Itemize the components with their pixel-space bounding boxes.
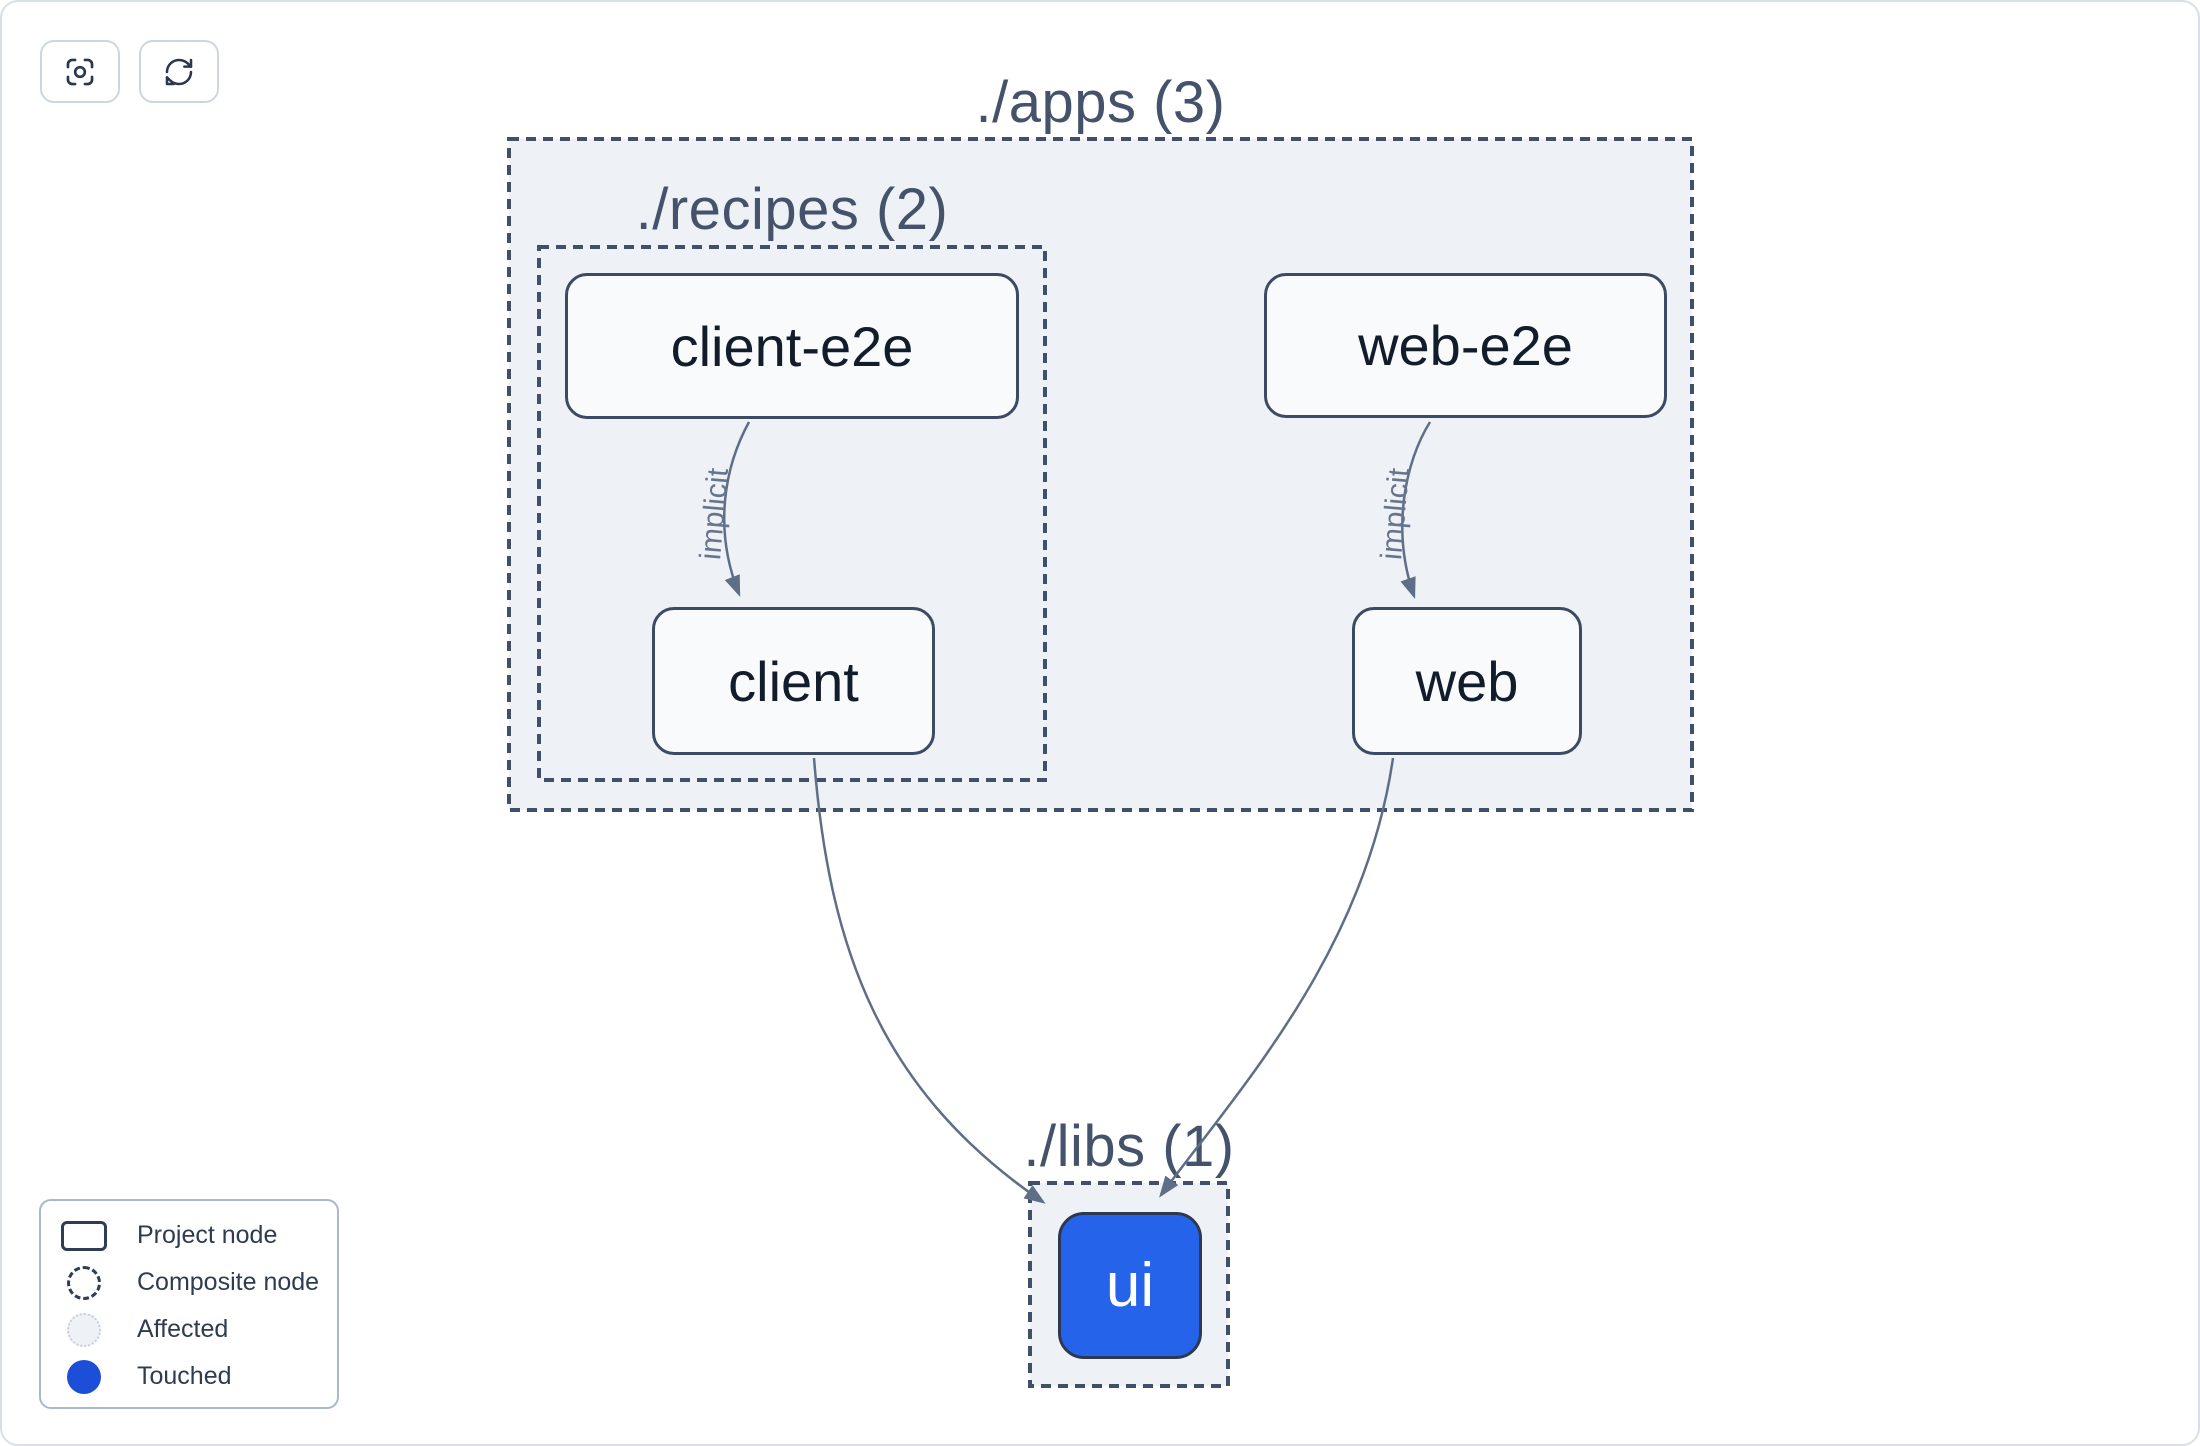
node-web-e2e-label: web-e2e [1358,314,1573,377]
group-title-libs: ./libs (1) [1023,1114,1235,1179]
graph-legend: Project node Composite node Affected Tou… [39,1199,339,1409]
node-web-label: web [1415,649,1519,713]
node-web[interactable]: web [1352,607,1582,755]
legend-label: Touched [137,1362,232,1390]
legend-item-touched: Touched [55,1353,337,1400]
refresh-icon [165,58,193,85]
group-title-apps: ./apps (3) [975,70,1226,135]
crosshair-focus-icon [66,58,94,85]
node-client-e2e[interactable]: client-e2e [565,273,1019,419]
fit-view-button[interactable] [40,40,120,103]
node-ui-touched[interactable]: ui [1058,1212,1202,1359]
composite-node-swatch [67,1265,101,1300]
node-client-label: client [728,649,859,713]
legend-label: Project node [137,1221,278,1249]
group-title-recipes: ./recipes (2) [635,177,949,242]
legend-item-composite-node: Composite node [55,1259,337,1306]
legend-item-affected: Affected [55,1306,337,1353]
affected-swatch [67,1312,101,1347]
legend-item-project-node: Project node [55,1212,337,1259]
node-client[interactable]: client [652,607,935,755]
node-ui-label: ui [1105,1251,1155,1320]
legend-label: Affected [137,1315,229,1343]
node-client-e2e-label: client-e2e [670,314,914,378]
refresh-graph-button[interactable] [139,40,219,103]
touched-swatch [67,1359,101,1394]
project-node-swatch [61,1220,107,1251]
legend-label: Composite node [137,1268,320,1296]
node-web-e2e[interactable]: web-e2e [1264,273,1667,418]
